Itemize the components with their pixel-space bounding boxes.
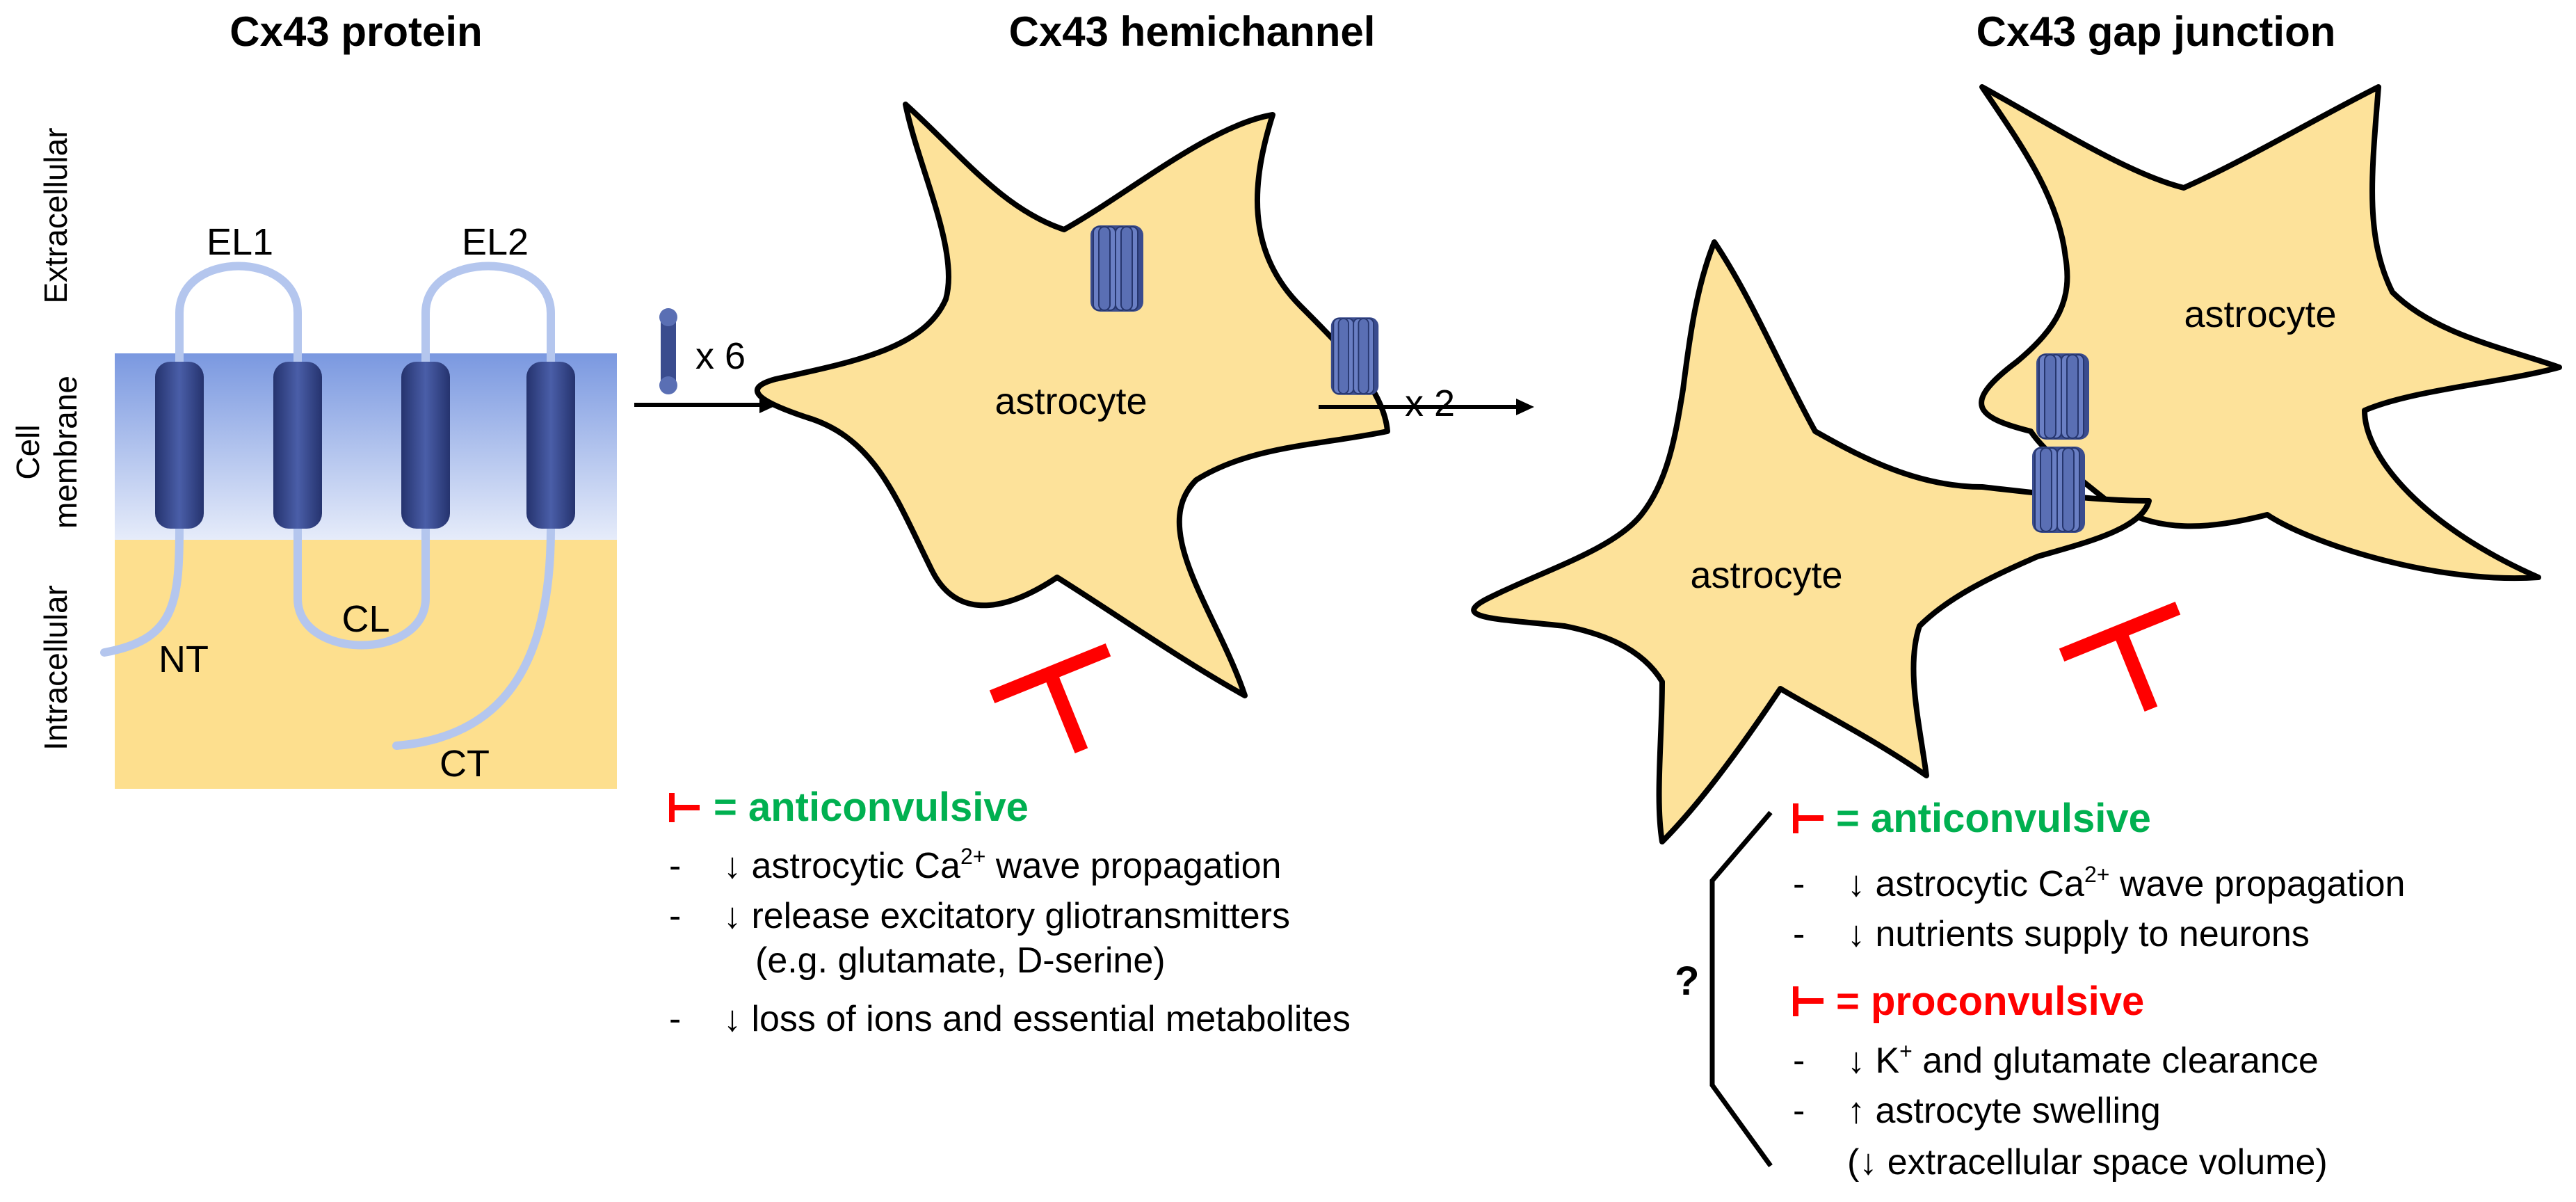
cl-label: CL: [341, 598, 389, 640]
question-mark: ?: [1675, 959, 1699, 1004]
hemichannel-astrocyte-label: astrocyte: [995, 380, 1147, 422]
cell-label: Cell: [10, 424, 46, 479]
hemichannel-item-3: ↓ loss of ions and essential metabolites: [723, 999, 1351, 1039]
gap-junction-connexon-upper-icon: [2036, 353, 2090, 440]
hemichannel-effects: = anticonvulsive - ↓ astrocytic Ca2+ wav…: [669, 785, 1351, 1039]
right-arrow-icon-2: [1319, 399, 1534, 415]
el2-label: EL2: [462, 221, 529, 263]
el1-loop: [175, 262, 302, 366]
intracellular-label: Intracellular: [38, 585, 74, 751]
gap-right-astrocyte-label: astrocyte: [2184, 294, 2336, 335]
right-arrow-icon: [634, 396, 778, 413]
hemichannel-inhibitor-t-icon: [989, 643, 1111, 754]
bullet: -: [1793, 914, 1805, 954]
hemichannel-connexon-icon: [1090, 225, 1144, 312]
multiplier-six: x 6: [695, 335, 746, 377]
tm-helix-3: [401, 362, 450, 529]
ct-tail: [392, 524, 555, 750]
bullet: -: [669, 846, 681, 886]
connexin-subunit-icon: [659, 308, 677, 394]
membrane-label: membrane: [47, 376, 83, 529]
protein-title: Cx43 protein: [230, 8, 482, 55]
intracellular-region: [115, 540, 617, 789]
connexon-icon: [1330, 316, 1380, 396]
inhibitor-t-icon: [1793, 803, 1824, 833]
gap-anti-item-2: ↓ nutrients supply to neurons: [1847, 914, 2310, 954]
ct-label: CT: [440, 743, 490, 785]
gap-junction-effects: ? = anticonvulsive - ↓ astrocytic Ca2+ w…: [1675, 796, 2405, 1183]
gap-pro-item-2: ↑ astrocyte swelling: [1847, 1091, 2161, 1131]
multiplier-two: x 2: [1405, 383, 1455, 424]
gap-pro-item-1: ↓ K+ and glutamate clearance: [1847, 1039, 2319, 1081]
gap-right-astrocyte: [1979, 84, 2562, 582]
el2-loop: [421, 262, 555, 366]
gap-junction-title: Cx43 gap junction: [1977, 8, 2336, 55]
hemichannel-astrocyte: [755, 102, 1390, 698]
tm-helix-4: [526, 362, 575, 529]
hemichannel-anticonvulsive-heading: = anticonvulsive: [714, 785, 1029, 830]
extracellular-label: Extracellular: [38, 127, 74, 303]
gap-pro-item-2-cont: (↓ extracellular space volume): [1847, 1142, 2328, 1183]
gap-left-astrocyte-label: astrocyte: [1690, 554, 1842, 596]
gap-anti-item-1: ↓ astrocytic Ca2+ wave propagation: [1847, 862, 2405, 904]
bullet: -: [669, 999, 681, 1039]
effects-bracket: [1709, 810, 1773, 1168]
inhibitor-t-icon: [1793, 986, 1824, 1016]
nt-tail: [100, 524, 184, 657]
bullet: -: [1793, 864, 1805, 904]
gap-junction-connexon-lower-icon: [2031, 446, 2086, 534]
tm-helix-1: [155, 362, 204, 529]
bullet: -: [1793, 1041, 1805, 1081]
gap-proconvulsive-heading: = proconvulsive: [1836, 979, 2144, 1024]
hemichannel-item-1: ↓ astrocytic Ca2+ wave propagation: [723, 844, 1281, 886]
tm-helix-2: [273, 362, 322, 529]
protein-loops: [100, 262, 555, 750]
el1-label: EL1: [207, 221, 273, 263]
nt-label: NT: [159, 639, 209, 680]
gap-anticonvulsive-heading: = anticonvulsive: [1836, 796, 2151, 841]
bullet: -: [1793, 1091, 1805, 1131]
hemichannel-item-2-cont: (e.g. glutamate, D-serine): [755, 940, 1166, 981]
bullet: -: [669, 896, 681, 936]
hemichannel-title: Cx43 hemichannel: [1009, 8, 1376, 55]
hemichannel-item-2: ↓ release excitatory gliotransmitters: [723, 896, 1290, 936]
inhibitor-t-icon: [669, 793, 700, 822]
cl-loop: [293, 524, 430, 650]
gap-left-astrocyte: [1471, 239, 2152, 844]
gap-junction-inhibitor-t-icon: [2059, 602, 2181, 712]
